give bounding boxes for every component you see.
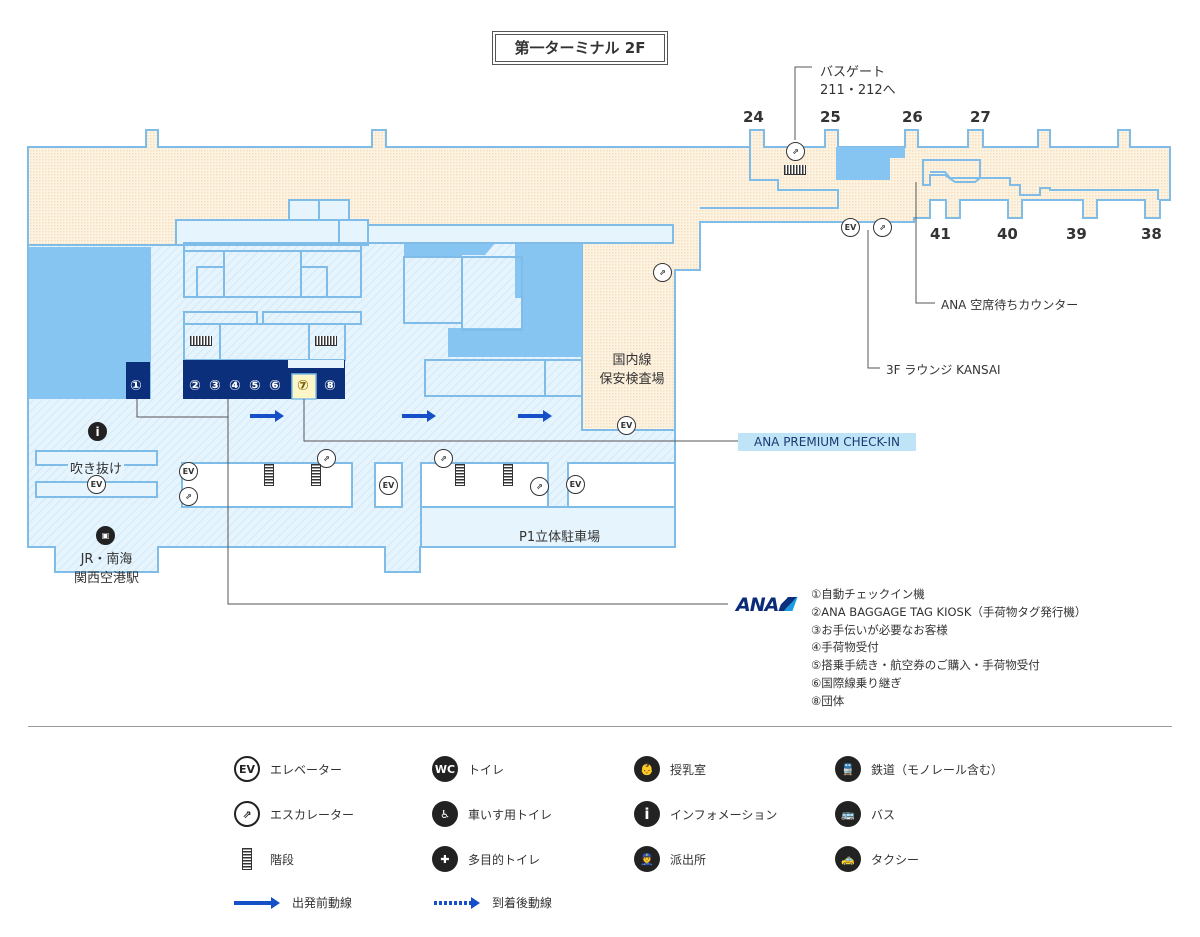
- gate-26: 26: [902, 108, 923, 126]
- escalator-icon: ⇗: [786, 142, 805, 161]
- floor-map: [27, 66, 1171, 605]
- information-icon: i: [634, 801, 660, 827]
- stairs-icon: [311, 464, 321, 486]
- domestic-security-label-2: 保安検査場: [599, 372, 665, 387]
- atrium-label: 吹き抜け: [68, 458, 125, 477]
- escalator-icon: ⇗: [234, 801, 260, 827]
- elevator-icon: EV: [841, 218, 860, 237]
- gate-25: 25: [820, 108, 841, 126]
- ana-logo: ANA: [736, 594, 798, 616]
- departure-route-icon: [234, 896, 280, 909]
- premium-counter: [291, 373, 317, 400]
- nursing-room-icon: 👶: [634, 756, 660, 782]
- counter-7: ⑦: [297, 378, 309, 394]
- escalator-icon: ⇗: [317, 449, 336, 468]
- legend-wheelchair-toilet: ♿ 車いす用トイレ: [432, 801, 552, 827]
- legend-bus: 🚌 バス: [835, 801, 895, 827]
- legend-toilet: WC トイレ: [432, 756, 504, 782]
- departure-route-arrow: [402, 410, 436, 422]
- arrival-route-icon: [434, 896, 480, 909]
- multipurpose-toilet-icon: ✚: [432, 846, 458, 872]
- stairs-icon: [190, 336, 212, 346]
- gate-41: 41: [930, 225, 951, 243]
- elevator-icon: EV: [87, 475, 106, 494]
- stairs-icon: [315, 336, 337, 346]
- legend-escalator: ⇗ エスカレーター: [234, 801, 354, 827]
- ana-list-item: ②ANA BAGGAGE TAG KIOSK（手荷物タグ発行機）: [811, 604, 1087, 619]
- railway-icon: 🚆: [835, 756, 861, 782]
- gate-40: 40: [997, 225, 1018, 243]
- information-icon: i: [88, 422, 107, 441]
- escalator-icon: ⇗: [873, 218, 892, 237]
- departure-route-arrow: [518, 410, 552, 422]
- wheelchair-toilet-icon: ♿: [432, 801, 458, 827]
- counter-5: ⑤: [249, 378, 261, 394]
- parking-label: P1立体駐車場: [519, 530, 601, 545]
- escalator-icon: ⇗: [179, 487, 198, 506]
- legend-departure-route: 出発前動線: [234, 894, 352, 911]
- stairs-icon: [503, 464, 513, 486]
- stairs-icon: [784, 165, 806, 175]
- ana-list-item: ④手荷物受付: [811, 640, 879, 655]
- lounge-label: 3F ラウンジ KANSAI: [886, 363, 1001, 377]
- elevator-icon: EV: [379, 476, 398, 495]
- legend-police-box: 👮 派出所: [634, 846, 706, 872]
- counter-6: ⑥: [269, 378, 281, 394]
- bus-icon: 🚌: [835, 801, 861, 827]
- legend-taxi: 🚕 タクシー: [835, 846, 919, 872]
- legend-information: i インフォメーション: [634, 801, 777, 827]
- legend-railway: 🚆 鉄道（モノレール含む）: [835, 756, 1003, 782]
- legend-arrival-route: 到着後動線: [434, 894, 552, 911]
- standby-counter-label: ANA 空席待ちカウンター: [941, 298, 1079, 312]
- legend-stairs: 階段: [234, 846, 294, 872]
- ana-list-item: ⑥国際線乗り継ぎ: [811, 675, 902, 690]
- police-box-icon: 👮: [634, 846, 660, 872]
- departure-route-arrow: [250, 410, 284, 422]
- escalator-icon: ⇗: [434, 449, 453, 468]
- domestic-security-label-1: 国内線: [612, 353, 652, 368]
- station-label-1: JR・南海: [80, 552, 133, 567]
- toilet-icon: WC: [432, 756, 458, 782]
- gate-24: 24: [743, 108, 764, 126]
- ana-list-item: ⑧団体: [811, 693, 845, 708]
- counter-1: ①: [130, 378, 142, 394]
- gate-27: 27: [970, 108, 991, 126]
- escalator-icon: ⇗: [530, 477, 549, 496]
- elevator-icon: EV: [234, 756, 260, 782]
- railway-icon: ▣: [96, 526, 115, 545]
- bus-gate-label-line1: バスゲート: [820, 65, 886, 80]
- legend-nursing-room: 👶 授乳室: [634, 756, 706, 782]
- counter-block-1: [126, 362, 150, 399]
- ana-list-item: ①自動チェックイン機: [811, 587, 925, 601]
- ana-list-item: ③お手伝いが必要なお客様: [811, 622, 948, 637]
- elevator-icon: EV: [179, 462, 198, 481]
- gate-38: 38: [1141, 225, 1162, 243]
- stairs-icon: [234, 846, 260, 872]
- stairs-icon: [264, 464, 274, 486]
- elevator-icon: EV: [617, 416, 636, 435]
- divider: [28, 726, 1172, 727]
- floor-title: 第一ターミナル 2F: [492, 31, 668, 65]
- bus-gate-label-line2: 211・212へ: [820, 83, 896, 98]
- counter-4: ④: [229, 378, 241, 394]
- taxi-icon: 🚕: [835, 846, 861, 872]
- gate-39: 39: [1066, 225, 1087, 243]
- escalator-icon: ⇗: [653, 263, 672, 282]
- ana-list-item: ⑤搭乗手続き・航空券のご購入・手荷物受付: [811, 658, 1040, 673]
- stairs-icon: [455, 464, 465, 486]
- premium-checkin-label: ANA PREMIUM CHECK-IN: [738, 433, 916, 451]
- station-label-2: 関西空港駅: [73, 571, 139, 586]
- legend-multipurpose-toilet: ✚ 多目的トイレ: [432, 846, 540, 872]
- ana-counter-list: ①自動チェックイン機 ②ANA BAGGAGE TAG KIOSK（手荷物タグ発…: [811, 586, 1086, 711]
- legend-elevator: EV エレベーター: [234, 756, 342, 782]
- counter-8: ⑧: [324, 378, 336, 394]
- counter-3: ③: [209, 378, 221, 394]
- elevator-icon: EV: [566, 475, 585, 494]
- counter-2: ②: [189, 378, 201, 394]
